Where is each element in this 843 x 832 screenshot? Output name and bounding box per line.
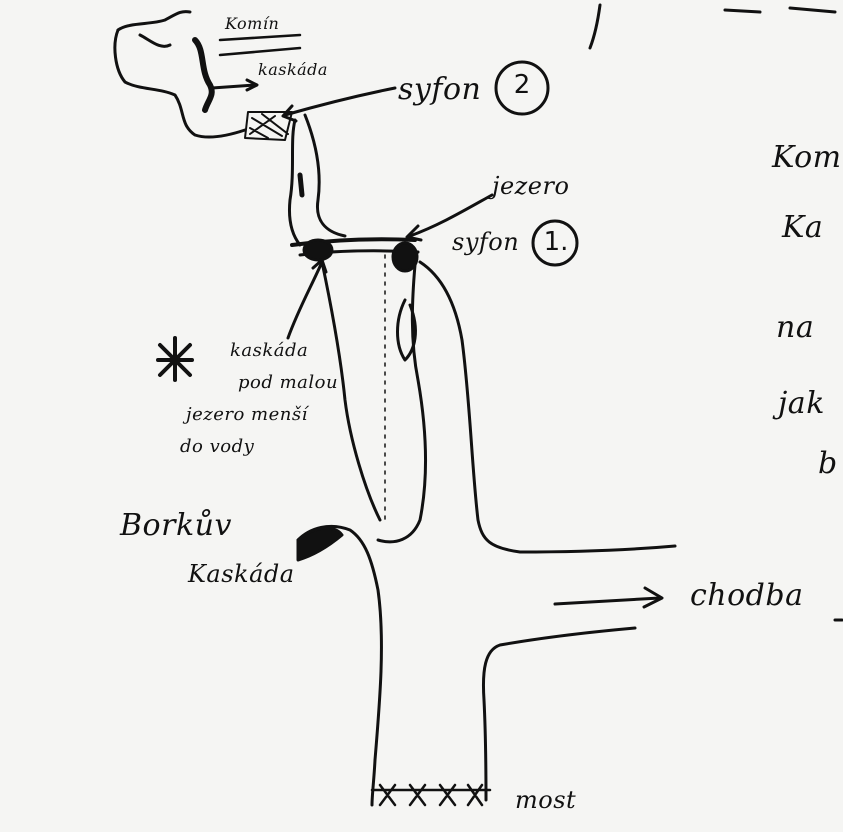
right-text-line-1: Kom (772, 140, 842, 175)
main-passage-right (420, 262, 675, 552)
label-sifon1-number: 1. (538, 227, 574, 257)
label-jezero: jezero (492, 172, 569, 200)
label-top-komin: Komín (225, 14, 279, 33)
label-sifon2-number: 2 (504, 70, 540, 100)
upper-passage-right (305, 115, 345, 236)
note-line-2: pod malou (238, 372, 338, 393)
right-text-line-2: Ka (782, 210, 823, 245)
side-passage-lower (483, 628, 635, 800)
note-line-3: jezero menší (186, 404, 308, 425)
label-chodba: chodba (690, 578, 803, 613)
top-chamber-outline (115, 30, 245, 137)
top-chamber-upper (118, 12, 190, 30)
sifon2-arrow (285, 88, 395, 115)
right-text-line-5: b (818, 446, 838, 481)
right-text-line-3: na (776, 310, 814, 345)
chodba-arrow (555, 598, 660, 604)
note-arrow (288, 262, 322, 338)
note-line-4: do vody (180, 436, 254, 457)
kaskada-branch (298, 526, 381, 805)
note-line-1: kaskáda (230, 340, 308, 361)
right-text-line-4: jak (778, 386, 825, 421)
label-sifon1-word: syfon (452, 228, 519, 256)
label-top-kaskada: kaskáda (258, 60, 328, 79)
label-sifon2-word: syfon (398, 72, 481, 107)
label-kaskada: Kaskáda (188, 560, 295, 588)
most-hatch (372, 785, 490, 805)
label-borkuv: Borkův (120, 508, 232, 543)
star-mark (158, 338, 192, 380)
label-most: most (515, 786, 576, 814)
